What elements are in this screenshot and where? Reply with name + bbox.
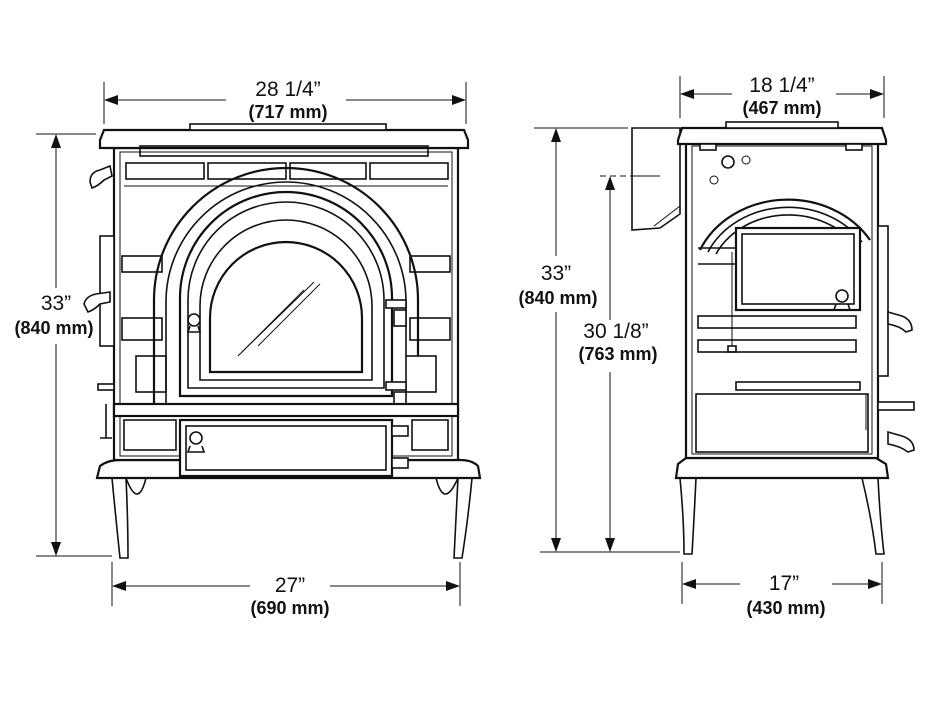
side-width-top-metric: (467 mm) <box>742 98 821 118</box>
side-top-plate <box>676 126 888 146</box>
side-depth-bottom-metric: (430 mm) <box>746 598 825 618</box>
side-width-top-imperial: 18 1/4” <box>749 74 814 97</box>
front-height-dimension: 33” (840 mm) <box>14 133 112 557</box>
front-width-top-dimension: 28 1/4” (717 mm) <box>103 78 467 124</box>
side-view <box>631 121 915 555</box>
front-top-plate <box>98 128 470 150</box>
front-left-handle-mid <box>83 291 111 313</box>
front-left-handle-top <box>89 164 113 190</box>
side-base <box>674 456 890 480</box>
front-width-bottom-metric: (690 mm) <box>250 598 329 618</box>
side-height-total-metric: (840 mm) <box>518 288 597 308</box>
front-top-panels <box>125 162 449 180</box>
side-height-flue-metric: (763 mm) <box>578 344 657 364</box>
side-flue-collar <box>631 127 681 231</box>
side-width-top-dimension: 18 1/4” (467 mm) <box>679 74 885 120</box>
drawer-handle <box>186 431 206 453</box>
side-depth-bottom-imperial: 17” <box>769 572 799 595</box>
front-ash-shelf <box>112 402 460 418</box>
front-legs <box>111 477 473 559</box>
front-width-top-metric: (717 mm) <box>248 102 327 122</box>
front-height-imperial: 33” <box>41 292 71 315</box>
side-right-handle-mid <box>887 310 913 333</box>
side-door-handle <box>832 289 852 311</box>
side-height-total-imperial: 33” <box>541 262 571 285</box>
side-height-flue-imperial: 30 1/8” <box>583 320 648 343</box>
side-depth-bottom-dimension: 17” (430 mm) <box>681 562 883 618</box>
side-height-flue-dimension: 30 1/8” (763 mm) <box>578 175 660 552</box>
front-height-metric: (840 mm) <box>14 318 93 338</box>
side-height-total-dimension: 33” (840 mm) <box>518 127 680 553</box>
front-door-handle <box>186 313 202 333</box>
front-view <box>83 123 482 559</box>
front-width-bottom-imperial: 27” <box>275 574 305 597</box>
front-width-bottom-dimension: 27” (690 mm) <box>111 562 461 618</box>
front-ash-drawer <box>178 418 394 478</box>
front-glass-window <box>208 240 364 374</box>
front-width-top-imperial: 28 1/4” <box>255 78 320 101</box>
side-right-handle-low <box>887 430 915 453</box>
